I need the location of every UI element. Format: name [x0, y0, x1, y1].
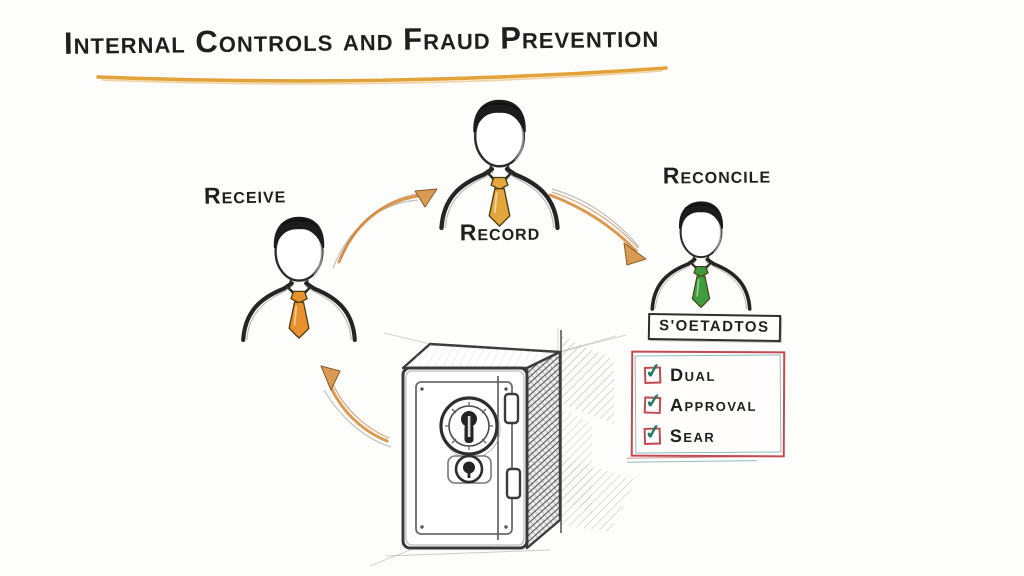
step-label-receive: Receive	[203, 181, 287, 209]
checkmark-icon: ✓	[644, 390, 663, 414]
checkbox-icon: ✓	[643, 390, 663, 415]
checklist-item-dual: ✓ Dual	[644, 359, 773, 389]
person-record-illustration	[434, 97, 565, 228]
safe-illustration	[369, 328, 636, 567]
checkbox-icon: ✓	[643, 420, 663, 445]
hinge-bottom	[505, 467, 522, 500]
dial	[439, 396, 501, 459]
key-lock	[447, 454, 492, 484]
stamp-text: S'OETADTOS	[658, 317, 770, 336]
person-reconcile-illustration	[650, 200, 752, 311]
checkbox-icon: ✓	[644, 359, 663, 384]
hinge-top	[503, 392, 520, 425]
checklist-item-label: Approval	[669, 394, 757, 416]
step-label-reconcile: Reconcile	[662, 161, 772, 189]
checklist-item-approval: ✓ Approval	[643, 390, 773, 419]
checkmark-icon: ✓	[643, 420, 663, 445]
person-receive-illustration	[236, 214, 362, 340]
checkmark-icon: ✓	[643, 359, 664, 384]
checklist-item-sear: ✓ Sear	[643, 420, 773, 450]
title-underline	[96, 66, 668, 85]
checklist-card: ✓ Dual ✓ Approval ✓ Sear	[630, 350, 786, 458]
page-title: Internal Controls and Fraud Prevention	[63, 18, 660, 61]
checklist-item-label: Dual	[670, 364, 716, 385]
checklist-item-label: Sear	[669, 425, 716, 446]
stamp-box: S'OETADTOS	[647, 312, 781, 343]
